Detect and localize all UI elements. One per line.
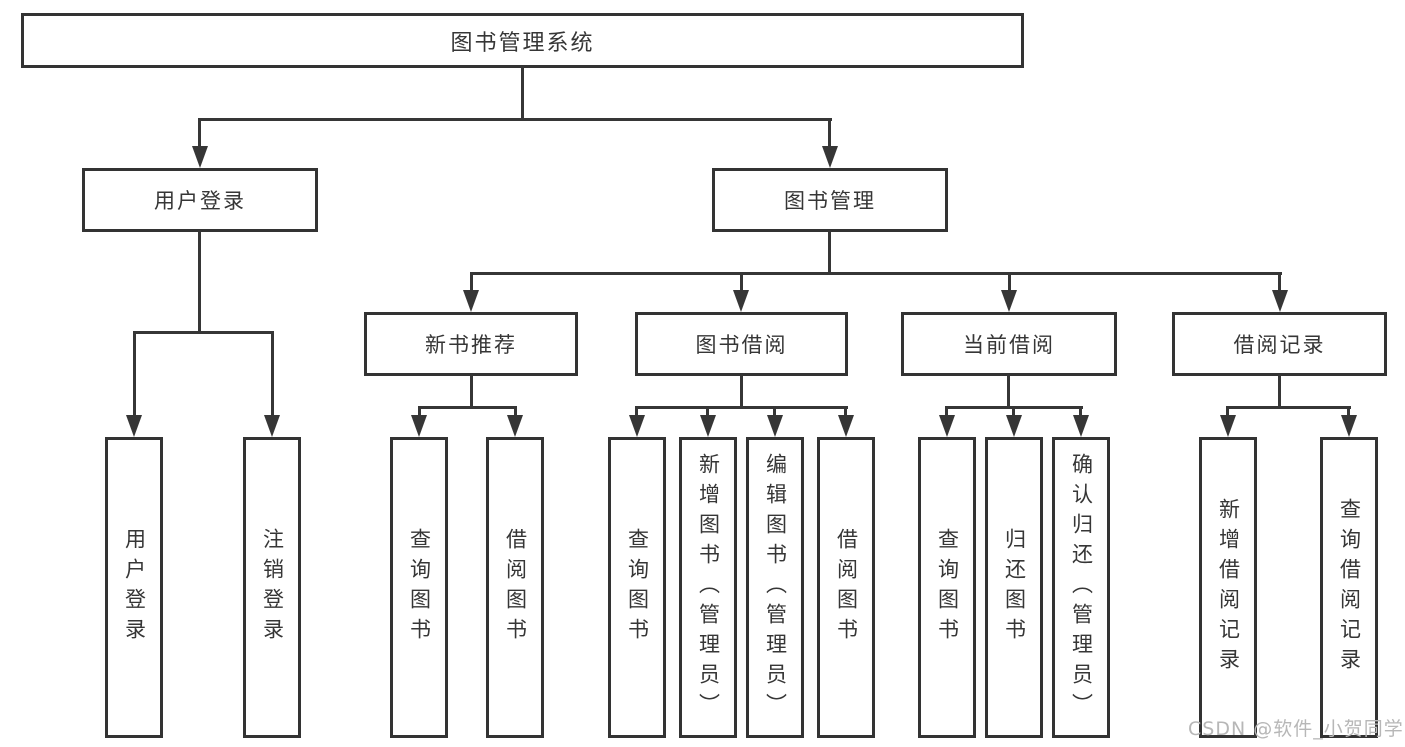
- leaf-label: 查询图书: [625, 527, 650, 648]
- connector-line: [1008, 272, 1011, 294]
- node-label: 借阅记录: [1233, 333, 1326, 357]
- connector-line: [740, 272, 743, 294]
- leaf-label: 新增借阅记录: [1216, 497, 1241, 678]
- node-user-login: 用户登录: [82, 168, 318, 232]
- node-book-management: 图书管理: [712, 168, 948, 232]
- leaf-borrow-books-recommend: 借阅图书: [486, 437, 544, 738]
- leaf-label: 查询图书: [407, 527, 432, 648]
- node-current-borrowing: 当前借阅: [901, 312, 1117, 376]
- arrowhead-down-icon: [264, 415, 280, 437]
- node-label: 图书管理: [784, 189, 876, 213]
- connector-line: [418, 406, 517, 409]
- arrowhead-down-icon: [411, 415, 427, 437]
- arrowhead-down-icon: [1341, 415, 1357, 437]
- leaf-label: 借阅图书: [834, 527, 859, 648]
- node-borrowing-records: 借阅记录: [1172, 312, 1387, 376]
- arrowhead-down-icon: [1006, 415, 1022, 437]
- arrowhead-down-icon: [767, 415, 783, 437]
- leaf-label: 查询图书: [935, 527, 960, 648]
- connector-line: [636, 406, 848, 409]
- arrowhead-down-icon: [192, 146, 208, 168]
- connector-line: [1012, 406, 1015, 419]
- arrowhead-down-icon: [1001, 290, 1017, 312]
- arrowhead-down-icon: [629, 415, 645, 437]
- connector-line: [418, 406, 421, 419]
- arrowhead-down-icon: [838, 415, 854, 437]
- connector-line: [1227, 406, 1351, 409]
- arrowhead-down-icon: [1220, 415, 1236, 437]
- leaf-user-login: 用户登录: [105, 437, 163, 738]
- arrowhead-down-icon: [1272, 290, 1288, 312]
- connector-line: [1007, 374, 1010, 409]
- connector-line: [1347, 406, 1350, 419]
- node-label: 图书管理系统: [450, 30, 595, 56]
- connector-line: [740, 374, 743, 409]
- connector-line: [514, 406, 517, 419]
- connector-line: [198, 118, 832, 121]
- leaf-label: 查询借阅记录: [1337, 497, 1362, 678]
- leaf-confirm-return-admin: 确认归还（管理员）: [1052, 437, 1110, 738]
- node-library-management-system: 图书管理系统: [21, 13, 1024, 68]
- leaf-label: 用户登录: [122, 527, 147, 648]
- connector-line: [945, 406, 948, 419]
- leaf-query-books-recommend: 查询图书: [390, 437, 448, 738]
- connector-line: [470, 374, 473, 409]
- csdn-watermark: CSDN @软件_小贺同学: [1188, 718, 1404, 740]
- arrowhead-down-icon: [1073, 415, 1089, 437]
- leaf-add-borrow-record: 新增借阅记录: [1199, 437, 1257, 738]
- arrowhead-down-icon: [700, 415, 716, 437]
- connector-line: [828, 118, 831, 150]
- arrowhead-down-icon: [733, 290, 749, 312]
- connector-line: [828, 230, 831, 275]
- leaf-label: 新增图书（管理员）: [696, 452, 721, 723]
- connector-line: [521, 66, 524, 120]
- connector-line: [773, 406, 776, 419]
- connector-line: [133, 331, 274, 334]
- leaf-add-book-admin: 新增图书（管理员）: [679, 437, 737, 738]
- leaf-label: 归还图书: [1002, 527, 1027, 648]
- leaf-label: 编辑图书（管理员）: [763, 452, 788, 723]
- arrowhead-down-icon: [822, 146, 838, 168]
- connector-line: [1226, 406, 1229, 419]
- connector-line: [1278, 272, 1281, 294]
- connector-line: [706, 406, 709, 419]
- leaf-borrow-books-borrowing: 借阅图书: [817, 437, 875, 738]
- leaf-label: 确认归还（管理员）: [1069, 452, 1094, 723]
- leaf-query-books-borrowing: 查询图书: [608, 437, 666, 738]
- arrowhead-down-icon: [126, 415, 142, 437]
- node-label: 用户登录: [154, 189, 246, 213]
- connector-line: [271, 331, 274, 419]
- connector-line: [844, 406, 847, 419]
- connector-line: [470, 272, 473, 294]
- connector-line: [198, 118, 201, 150]
- connector-line: [1278, 374, 1281, 409]
- leaf-edit-book-admin: 编辑图书（管理员）: [746, 437, 804, 738]
- leaf-label: 借阅图书: [503, 527, 528, 648]
- arrowhead-down-icon: [939, 415, 955, 437]
- connector-line: [635, 406, 638, 419]
- node-label: 新书推荐: [425, 333, 517, 357]
- leaf-return-books: 归还图书: [985, 437, 1043, 738]
- leaf-query-books-current: 查询图书: [918, 437, 976, 738]
- node-new-book-recommendation: 新书推荐: [364, 312, 578, 376]
- connector-line: [198, 230, 201, 334]
- connector-line: [470, 272, 1282, 275]
- connector-line: [1079, 406, 1082, 419]
- node-book-borrowing: 图书借阅: [635, 312, 848, 376]
- leaf-logout: 注销登录: [243, 437, 301, 738]
- leaf-label: 注销登录: [260, 527, 285, 648]
- connector-line: [133, 331, 136, 419]
- leaf-query-borrow-record: 查询借阅记录: [1320, 437, 1378, 738]
- node-label: 当前借阅: [963, 333, 1055, 357]
- node-label: 图书借阅: [695, 333, 788, 357]
- arrowhead-down-icon: [463, 290, 479, 312]
- arrowhead-down-icon: [507, 415, 523, 437]
